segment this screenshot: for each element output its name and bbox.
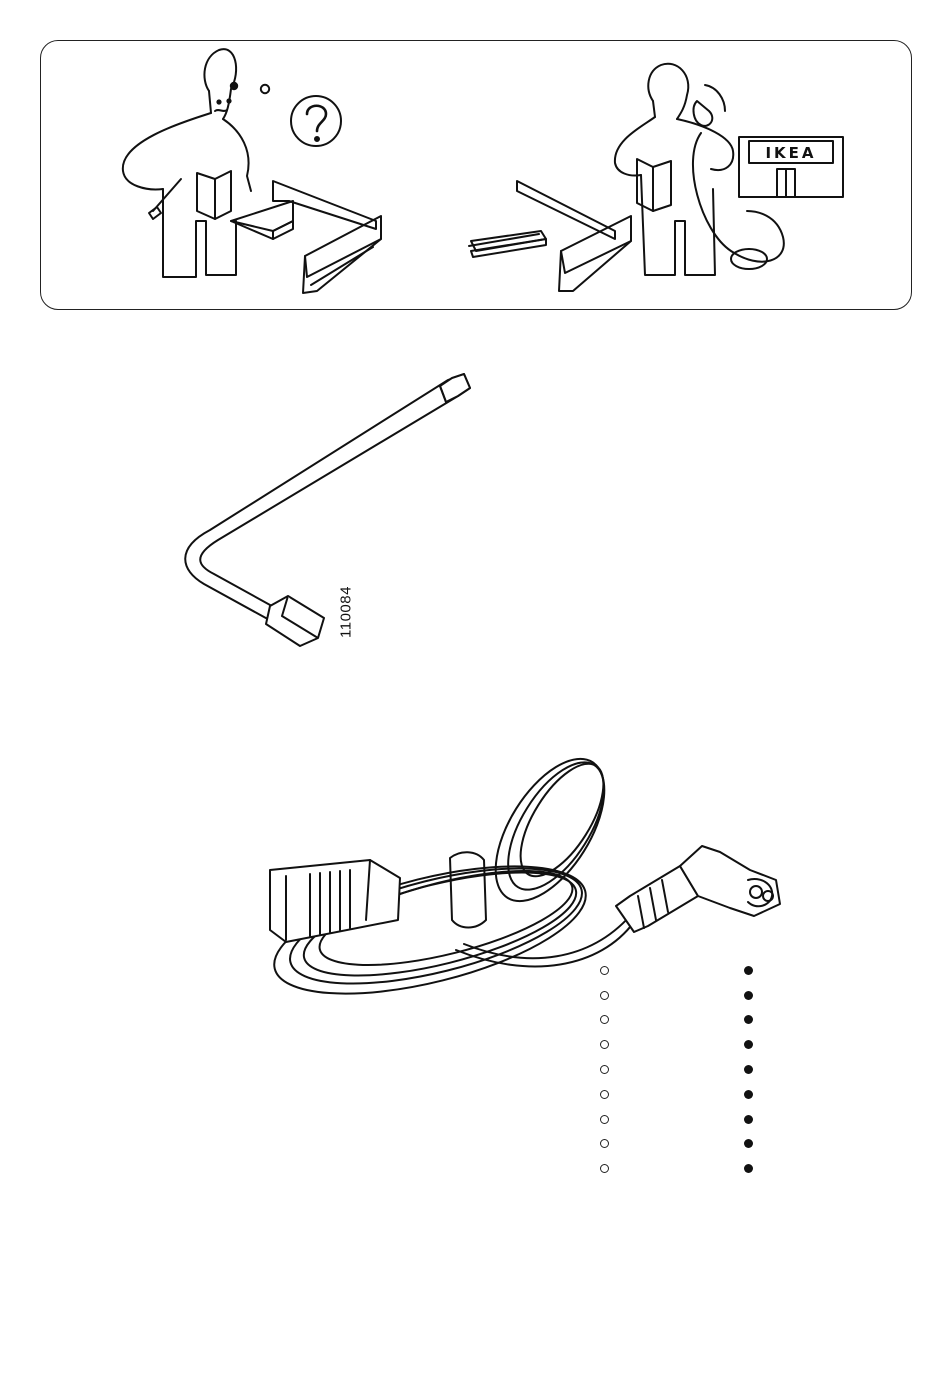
filled-circle-marker xyxy=(741,1057,755,1082)
question-mark-icon xyxy=(291,96,341,146)
part-number-label: 110084 xyxy=(338,586,355,638)
open-marker-column xyxy=(597,958,611,1181)
power-cord-icon xyxy=(250,720,810,1070)
filled-circle-marker xyxy=(741,1032,755,1057)
open-circle-marker xyxy=(597,958,611,983)
filled-marker-column xyxy=(741,958,755,1181)
filled-circle-marker xyxy=(741,1082,755,1107)
open-circle-marker xyxy=(597,1156,611,1181)
ikea-sign-text: IKEA xyxy=(765,144,816,162)
allen-key-icon xyxy=(170,360,490,660)
open-circle-marker xyxy=(597,1132,611,1157)
open-circle-marker xyxy=(597,983,611,1008)
open-circle-marker xyxy=(597,1082,611,1107)
help-illustration: IKEA xyxy=(41,41,913,311)
filled-circle-marker xyxy=(741,983,755,1008)
filled-circle-marker xyxy=(741,1156,755,1181)
confused-person-icon xyxy=(123,49,269,277)
furniture-parts-right xyxy=(469,181,631,291)
open-circle-marker xyxy=(597,1057,611,1082)
filled-circle-marker xyxy=(741,1107,755,1132)
open-circle-marker xyxy=(597,1032,611,1057)
filled-circle-marker xyxy=(741,1132,755,1157)
filled-circle-marker xyxy=(741,958,755,983)
help-panel: IKEA xyxy=(40,40,912,310)
open-circle-marker xyxy=(597,1008,611,1033)
furniture-parts-left xyxy=(231,181,381,293)
phoning-person-icon xyxy=(615,64,784,275)
open-circle-marker xyxy=(597,1107,611,1132)
filled-circle-marker xyxy=(741,1008,755,1033)
